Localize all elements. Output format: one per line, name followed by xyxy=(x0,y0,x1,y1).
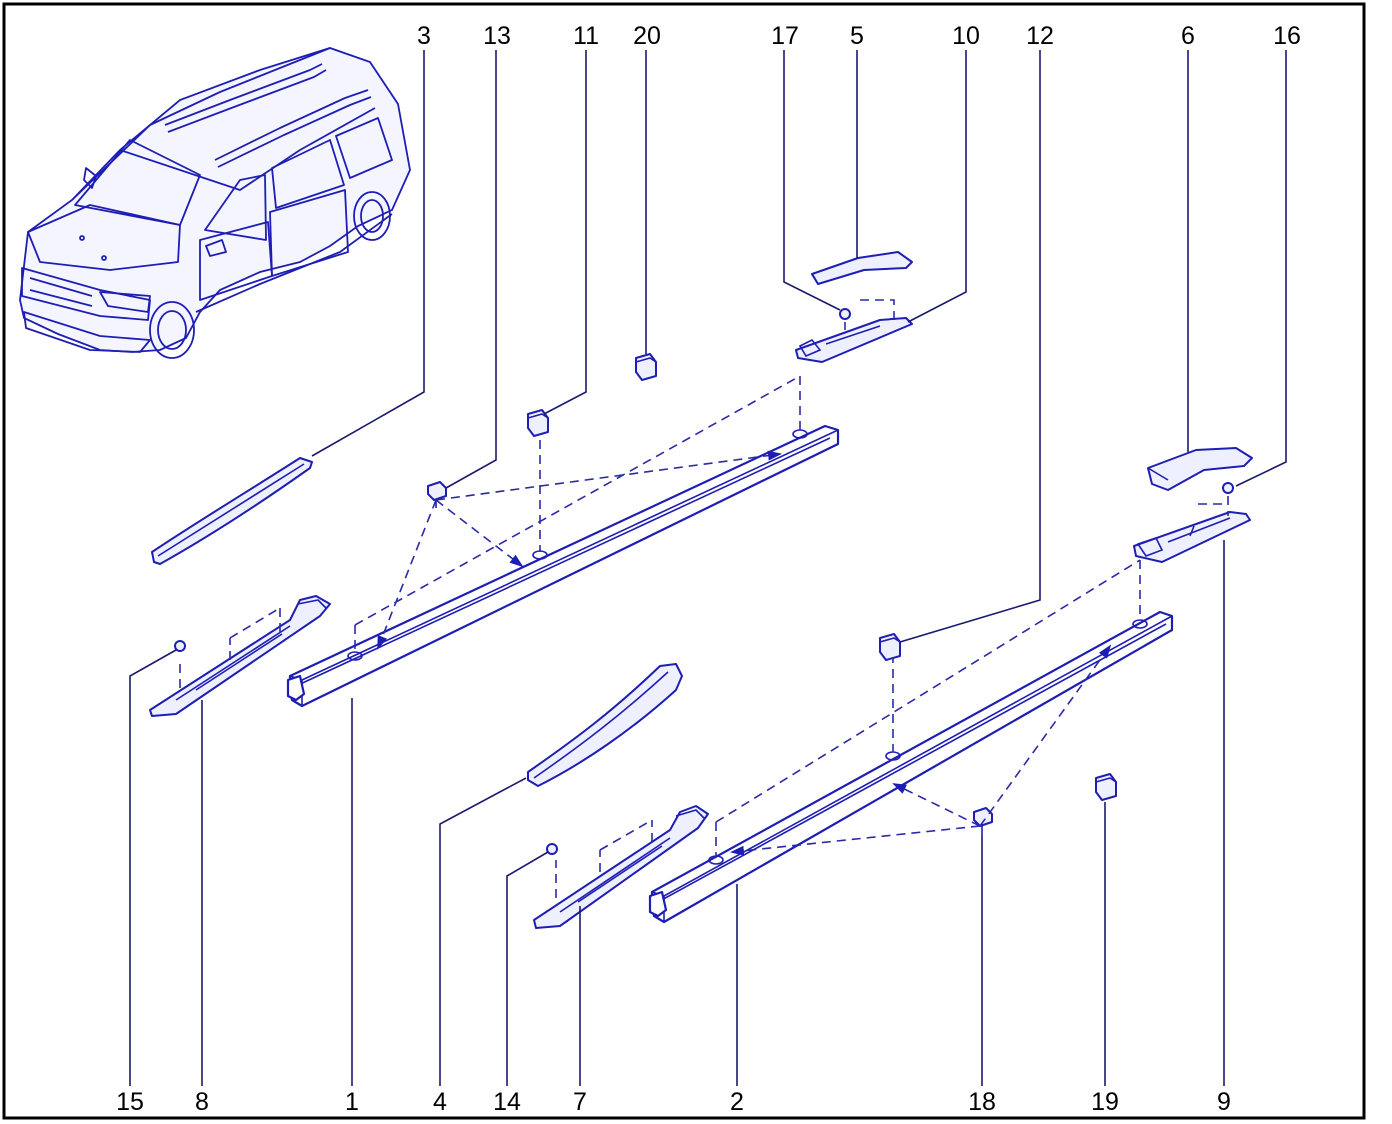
part-3-cover xyxy=(151,457,313,565)
part-20-plug xyxy=(635,353,657,381)
diagram-frame xyxy=(2,2,1366,1120)
callout-9: 9 xyxy=(1217,1088,1231,1116)
callout-16: 16 xyxy=(1273,22,1301,50)
part-1-rail xyxy=(286,424,840,708)
callout-2: 2 xyxy=(730,1088,744,1116)
callout-12: 12 xyxy=(1026,22,1054,50)
callout-15: 15 xyxy=(116,1088,144,1116)
callout-10: 10 xyxy=(952,22,980,50)
callout-1: 1 xyxy=(345,1088,359,1116)
callout-14: 14 xyxy=(493,1088,521,1116)
part-5-cover xyxy=(811,251,913,285)
callout-13: 13 xyxy=(483,22,511,50)
part-9-bracket xyxy=(1133,496,1251,563)
part-17-nut xyxy=(839,308,851,320)
callout-20: 20 xyxy=(633,22,661,50)
vehicle-illustration xyxy=(19,47,411,359)
callout-4: 4 xyxy=(433,1088,447,1116)
assembly-lines-rail-1 xyxy=(354,375,801,650)
callout-6: 6 xyxy=(1181,22,1195,50)
part-15-nut xyxy=(174,640,186,652)
part-2-rail xyxy=(648,610,1174,924)
part-10-bracket xyxy=(795,299,913,363)
callout-7: 7 xyxy=(573,1088,587,1116)
part-19-plug xyxy=(1095,773,1117,801)
callout-3: 3 xyxy=(417,22,431,50)
part-4-cover xyxy=(527,663,683,787)
part-12-plug xyxy=(879,633,901,661)
part-7-bracket xyxy=(533,805,709,929)
callout-11: 11 xyxy=(573,22,599,50)
callout-18: 18 xyxy=(968,1088,996,1116)
callout-19: 19 xyxy=(1091,1088,1119,1116)
part-6-cover xyxy=(1147,447,1253,491)
callout-8: 8 xyxy=(195,1088,209,1116)
part-13-bolt xyxy=(427,481,447,508)
part-18-bolt xyxy=(973,807,993,836)
leader-lines xyxy=(129,50,1287,1086)
callout-labels-top: 3 13 11 20 17 5 10 12 6 16 xyxy=(417,22,1301,50)
callout-labels-bottom: 15 8 1 4 14 7 2 18 19 9 xyxy=(116,1088,1231,1116)
part-8-bracket xyxy=(149,595,331,717)
part-11-plug xyxy=(527,409,549,437)
assembly-lines-rail-2 xyxy=(715,559,1141,856)
part-16-nut xyxy=(1222,482,1234,494)
callout-17: 17 xyxy=(771,22,799,50)
callout-5: 5 xyxy=(850,22,864,50)
part-14-nut xyxy=(546,843,558,855)
